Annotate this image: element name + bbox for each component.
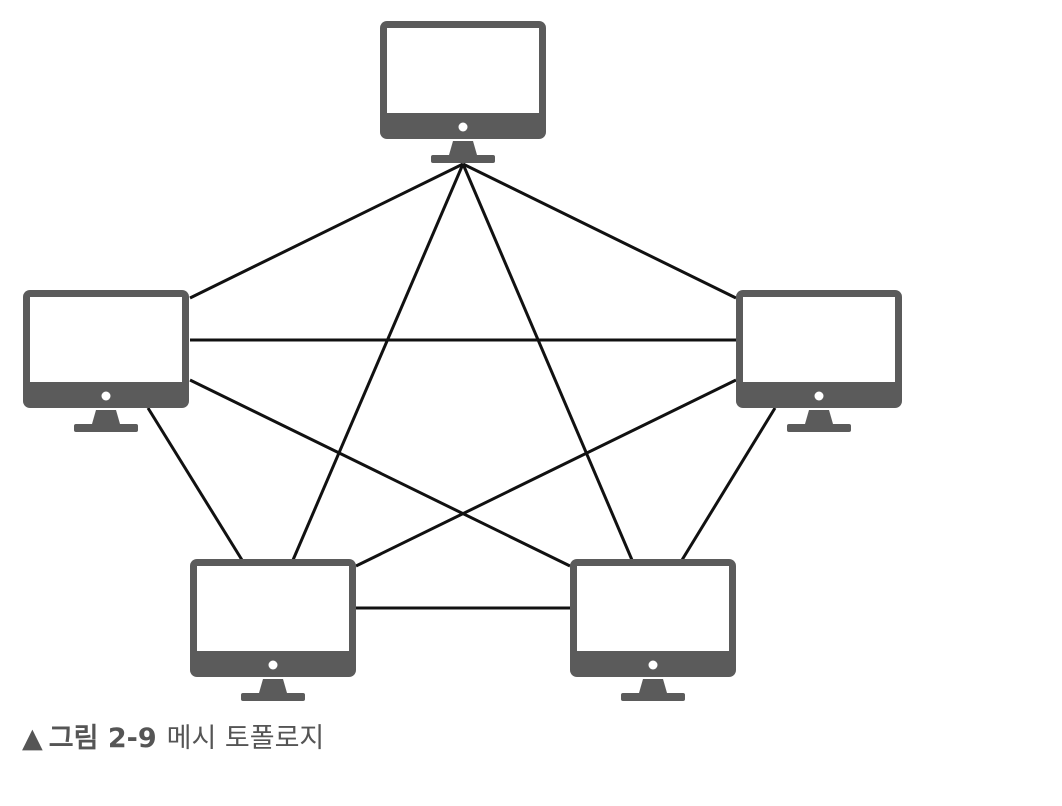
computer-monitor-right bbox=[736, 290, 902, 432]
computer-monitor-bottom-left bbox=[190, 559, 356, 701]
link-left-bottom-right bbox=[189, 378, 571, 568]
computer-monitor-left bbox=[23, 290, 189, 432]
figure-title: 메시 토폴로지 bbox=[166, 723, 325, 754]
connection-lines bbox=[146, 162, 777, 610]
link-top-left bbox=[189, 162, 464, 300]
link-top-right bbox=[462, 162, 737, 300]
computer-monitor-bottom-right bbox=[570, 559, 736, 701]
figure-caption: ▲그림 2-9 메시 토폴로지 bbox=[22, 716, 324, 755]
link-right-bottom-right bbox=[680, 407, 777, 561]
computer-monitor-top bbox=[380, 21, 546, 163]
figure-number: 그림 2-9 bbox=[48, 723, 157, 754]
link-right-bottom-left bbox=[355, 378, 737, 568]
triangle-up-icon: ▲ bbox=[22, 723, 43, 754]
link-left-bottom-left bbox=[146, 407, 244, 561]
link-top-bottom-right bbox=[461, 163, 634, 561]
link-top-bottom-left bbox=[291, 163, 465, 561]
